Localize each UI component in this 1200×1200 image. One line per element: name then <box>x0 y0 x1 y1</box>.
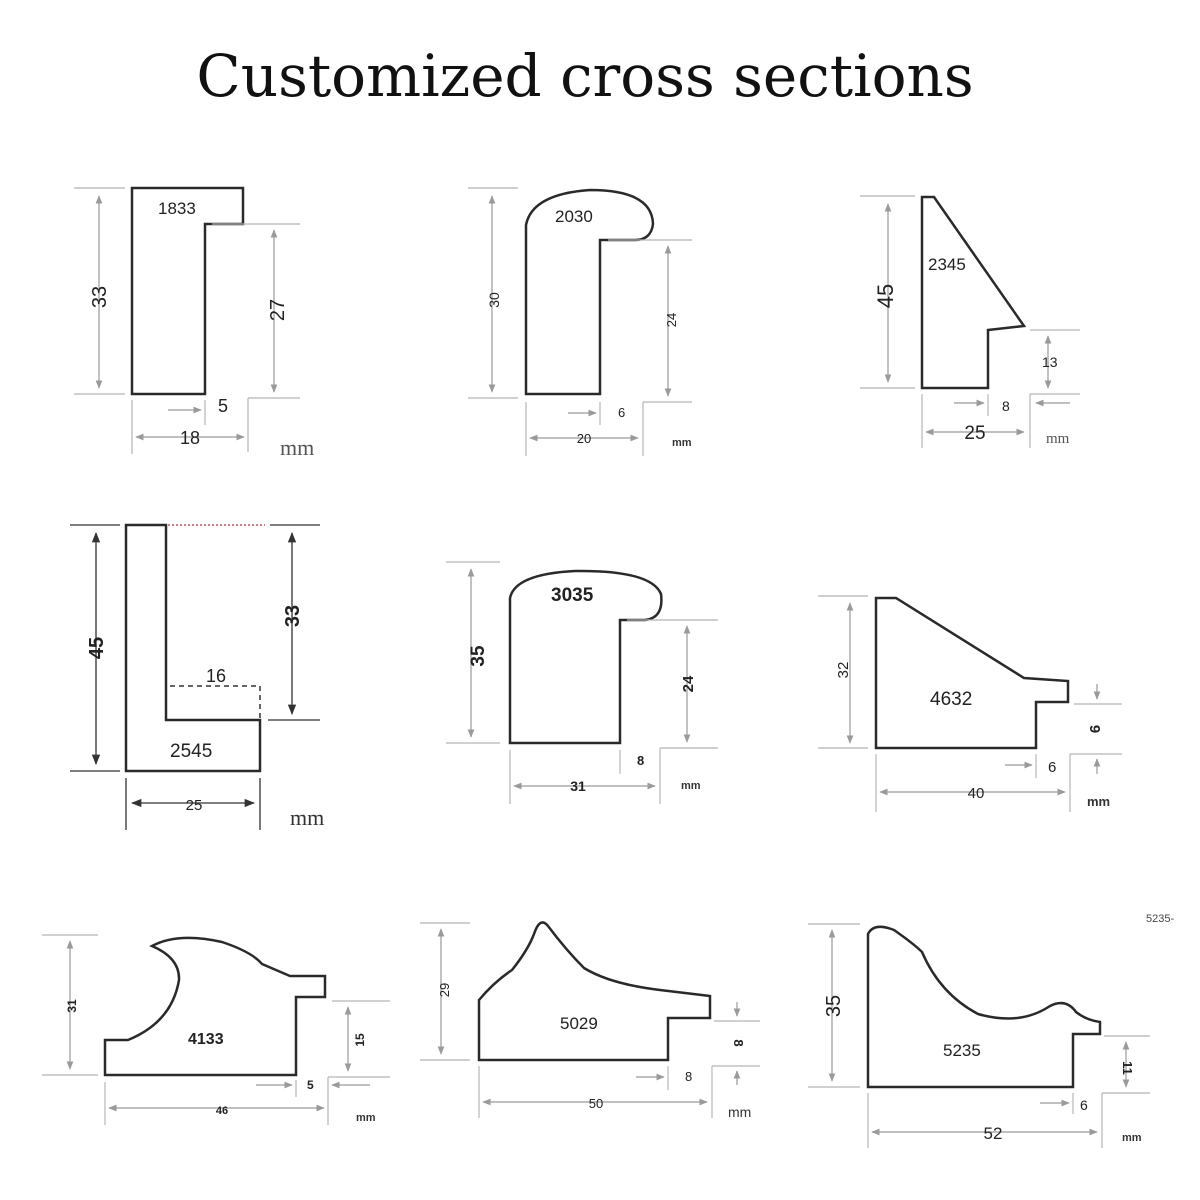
dimension-lip: 5 <box>307 1078 314 1092</box>
dimension-inner-height: 24 <box>664 313 679 327</box>
profile-code-fragment: 5235- <box>1146 913 1175 925</box>
unit-label: mm <box>1046 431 1070 447</box>
dimension-inner-height: 33 <box>282 605 304 627</box>
unit-label: mm <box>290 805 324 830</box>
profile-outline <box>130 186 245 396</box>
dimension-inner-height: 8 <box>731 1039 746 1046</box>
dimension-height: 29 <box>437 983 452 997</box>
profile-outline <box>524 188 655 396</box>
profile-code: 2345 <box>928 255 966 274</box>
profile-4133: 4133 31 15 46 5 mm <box>42 934 390 1125</box>
profile-outline <box>866 925 1102 1089</box>
dimension-lip: 8 <box>1002 398 1010 414</box>
dimension-inner-height: 13 <box>1042 354 1058 370</box>
dimension-lip: 16 <box>206 666 226 686</box>
dimension-lip: 6 <box>1080 1097 1088 1113</box>
profile-5235: 5235 35 11 52 6 mm <box>808 923 1150 1148</box>
dimension-lip: 8 <box>637 753 644 768</box>
profile-code: 3035 <box>551 585 594 606</box>
dimension-width: 20 <box>577 431 591 446</box>
profile-4632: 4632 32 9 40 6 mm <box>818 595 1122 812</box>
dimension-lip: 6 <box>1048 759 1056 776</box>
dimension-width: 50 <box>589 1096 603 1111</box>
profile-code: 2030 <box>555 207 593 226</box>
profile-code: 5029 <box>560 1014 598 1033</box>
dimension-height: 45 <box>873 284 898 308</box>
dimension-width: 25 <box>964 423 985 444</box>
profile-2345: 2345 45 13 25 8 mm <box>860 195 1080 448</box>
profile-code: 1833 <box>158 199 196 218</box>
dimension-width: 46 <box>216 1105 228 1117</box>
profile-code: 4133 <box>188 1031 224 1048</box>
dimension-height: 31 <box>65 999 79 1013</box>
dimension-height: 30 <box>486 292 502 308</box>
dimension-inner-height: 11 <box>1120 1061 1135 1075</box>
dimension-height: 45 <box>86 637 108 659</box>
dimension-height: 32 <box>835 662 852 679</box>
dimension-height: 33 <box>89 286 111 308</box>
profile-outline <box>874 596 1070 750</box>
unit-label: mm <box>1087 794 1110 809</box>
dimension-width: 40 <box>968 785 985 802</box>
profile-outline <box>103 936 327 1077</box>
profile-code: 5235 <box>943 1041 981 1060</box>
dimension-width: 31 <box>570 778 586 794</box>
dimension-lip: 6 <box>618 405 625 420</box>
profile-5029: 5029 29 8 50 8 mm <box>420 921 760 1120</box>
profile-outline <box>508 569 663 745</box>
unit-label: mm <box>1122 1132 1142 1144</box>
dimension-width: 18 <box>180 428 200 448</box>
profile-3035: 3035 35 24 31 8 mm <box>446 561 718 804</box>
profile-code: 4632 <box>930 689 972 710</box>
profile-1833: 1833 33 27 18 5 mm <box>74 186 314 460</box>
unit-label: mm <box>356 1112 376 1124</box>
dashed-lip-line <box>170 685 261 720</box>
profile-outline <box>124 523 262 773</box>
profile-2545: 2545 45 33 16 25 mm <box>70 523 324 830</box>
dimension-width: 25 <box>186 797 203 814</box>
dimension-width: 52 <box>984 1124 1003 1143</box>
dimension-lip: 5 <box>218 396 228 416</box>
page-title: Customized cross sections <box>196 42 974 110</box>
unit-label: mm <box>672 437 692 449</box>
dimension-lip: 8 <box>685 1069 692 1084</box>
dimension-inner-height: 27 <box>267 299 289 321</box>
unit-label: mm <box>681 780 701 792</box>
dimension-height: 35 <box>823 995 845 1017</box>
unit-label: mm <box>728 1104 751 1120</box>
profile-outline <box>920 195 1027 390</box>
dimension-inner-height: 9 <box>1086 725 1103 733</box>
dimension-height: 35 <box>468 645 489 667</box>
unit-label: mm <box>280 435 314 460</box>
profile-2030: 2030 30 24 20 6 mm <box>468 187 692 456</box>
dimension-inner-height: 15 <box>353 1033 367 1047</box>
profile-outline <box>477 921 712 1062</box>
profile-code: 2545 <box>170 741 212 762</box>
dimension-inner-height: 24 <box>680 675 697 692</box>
